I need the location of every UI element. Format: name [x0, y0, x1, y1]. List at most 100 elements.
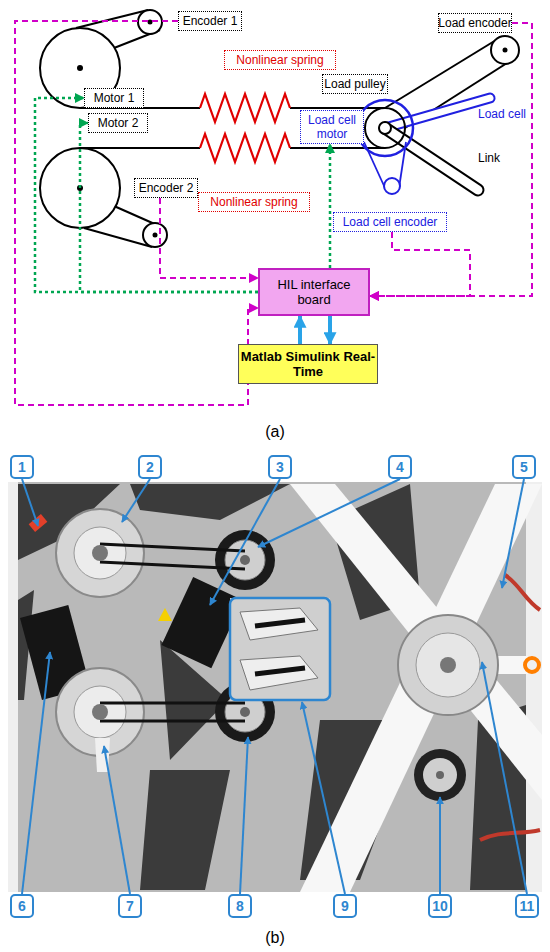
pulley-center — [240, 707, 250, 717]
signal-connector — [370, 23, 532, 296]
load-cell-bar — [385, 98, 490, 128]
callout-number: 4 — [388, 455, 412, 479]
subfigure-label: (b) — [255, 928, 295, 948]
cable — [290, 147, 385, 149]
pulley-center — [440, 657, 456, 673]
callout-number: 10 — [428, 894, 452, 918]
pulley-center — [92, 704, 108, 720]
spring-element — [255, 620, 305, 674]
encoder-label: Encoder 2 — [134, 178, 198, 198]
pulley-center — [92, 545, 108, 561]
pulley-center — [77, 185, 83, 191]
leader-line — [122, 479, 150, 522]
node-text: Load cell motor — [301, 113, 363, 141]
node-text: Nonlinear spring — [210, 195, 297, 209]
callout-number: 8 — [228, 894, 252, 918]
node-text: Load encoder — [438, 16, 511, 30]
node-text: Encoder 1 — [183, 14, 238, 28]
signal-connector — [370, 232, 470, 296]
software-box: Matlab Simulink Real-Time — [238, 344, 378, 384]
callout-number: 9 — [333, 894, 357, 918]
belt — [84, 228, 152, 247]
callout-number: 3 — [268, 455, 292, 479]
spring-symbol — [200, 134, 290, 162]
spring-module — [230, 598, 330, 700]
callout-number: 11 — [515, 894, 539, 918]
leader-line — [302, 702, 345, 894]
subfigure-label: (a) — [255, 422, 295, 442]
interface-box: HIL interface board — [258, 268, 370, 316]
encoder-pulley — [491, 36, 519, 64]
spring-symbol — [200, 94, 290, 122]
highlight-box — [230, 598, 330, 700]
node-text: HIL interface board — [260, 277, 368, 307]
encoder-pulley — [138, 10, 162, 34]
load-pulley — [365, 108, 405, 148]
belt — [76, 10, 148, 28]
callout-number: 6 — [10, 894, 34, 918]
base-plate — [8, 482, 542, 892]
node-text: Motor 1 — [94, 91, 135, 105]
pulley-center — [379, 122, 391, 134]
plate-cutout — [18, 484, 526, 890]
motor-label: Motor 1 — [84, 88, 144, 108]
motor-label: Motor 2 — [88, 113, 148, 133]
leader-line — [22, 652, 50, 894]
pulley-hub — [74, 686, 126, 738]
pulley-center — [77, 65, 83, 71]
signal-connector — [329, 144, 332, 268]
frame-edge — [8, 482, 18, 892]
cable — [80, 147, 200, 149]
callout-number: 5 — [512, 455, 536, 479]
callout-number: 1 — [10, 455, 34, 479]
callout-number: 7 — [118, 894, 142, 918]
encoder-pulley — [143, 223, 167, 247]
pulley-label: Load pulley — [322, 74, 388, 94]
motor-pulley — [56, 509, 144, 597]
callout-number: 2 — [138, 455, 162, 479]
part-label: Load cell — [478, 106, 540, 122]
node-text: Nonlinear spring — [236, 53, 323, 67]
pulley-center — [503, 48, 508, 53]
leader-line — [502, 479, 524, 588]
node-text: Matlab Simulink Real-Time — [239, 349, 377, 379]
pulley-hub — [416, 633, 480, 697]
leader-lines — [22, 479, 527, 894]
leader-line — [439, 797, 441, 894]
encoder-pulley — [423, 758, 457, 792]
leader-line — [240, 737, 248, 894]
pulley-hub — [74, 527, 126, 579]
warning-sticker — [158, 608, 172, 621]
encoder-label: Load encoder — [438, 13, 512, 33]
schematic — [40, 10, 519, 247]
frame-arm — [300, 484, 542, 892]
spring-label: Nonlinear spring — [224, 50, 336, 70]
pulley-center — [148, 20, 153, 25]
encoder-label: Load cell encoder — [333, 212, 447, 232]
eye-bolt — [525, 658, 539, 672]
encoder-label: Encoder 1 — [178, 11, 242, 31]
photo — [8, 482, 542, 892]
leader-line — [258, 479, 400, 547]
node-text: Load pulley — [324, 77, 385, 91]
encoder-disc — [414, 749, 466, 801]
wire — [505, 575, 540, 610]
motor-label: Load cell motor — [300, 110, 364, 144]
node-text: Load cell encoder — [343, 215, 438, 229]
node-text: Encoder 2 — [139, 181, 194, 195]
signal-connector — [328, 316, 332, 344]
node-text: Motor 2 — [98, 116, 139, 130]
signal-connector — [298, 316, 302, 344]
load-cell-motor — [357, 100, 413, 156]
leader-line — [22, 479, 38, 526]
part-label: Link — [478, 150, 512, 166]
belt — [100, 703, 245, 721]
pulley-center — [153, 233, 158, 238]
motor-pulley — [40, 148, 120, 228]
belt — [100, 544, 245, 569]
cable — [290, 107, 385, 109]
spring-label: Nonlinear spring — [198, 192, 310, 212]
encoder-pulley — [384, 178, 400, 194]
load-cell-bar — [385, 98, 490, 128]
